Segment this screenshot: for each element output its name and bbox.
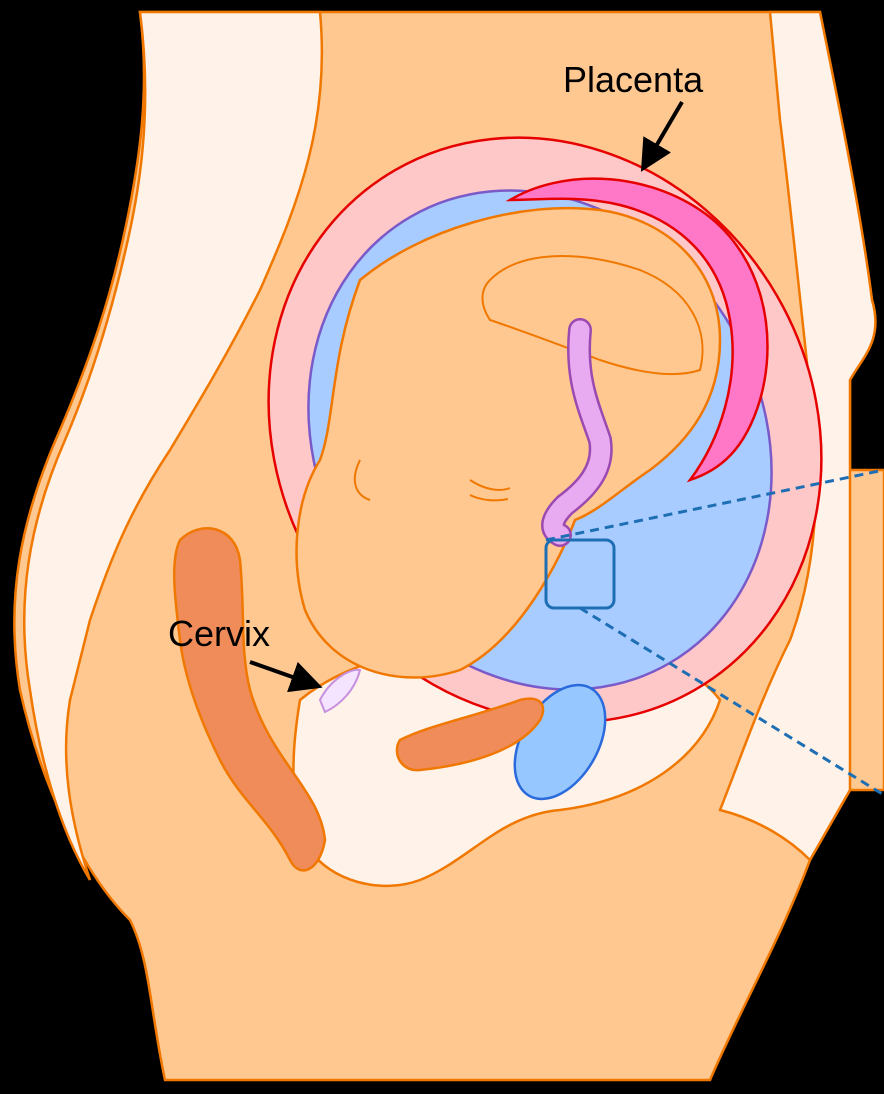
- placenta-label: Placenta: [563, 62, 703, 98]
- cervix-label: Cervix: [168, 616, 270, 652]
